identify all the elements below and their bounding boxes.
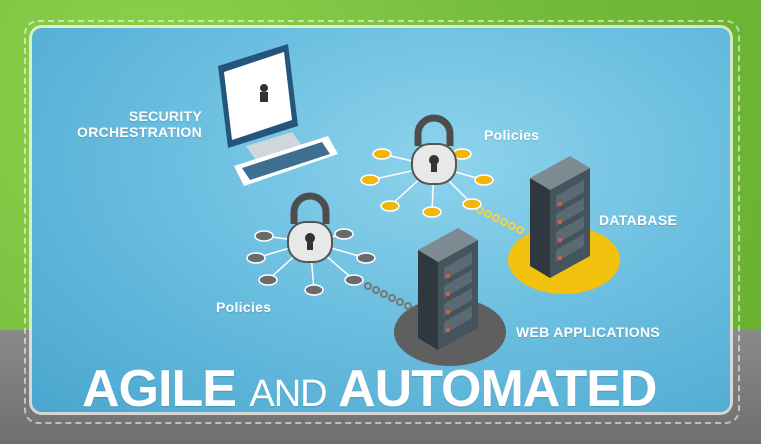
headline-automated: AUTOMATED <box>326 360 657 412</box>
headline-and: AND <box>249 373 327 412</box>
headline: AGILE AND AUTOMATED <box>82 360 657 412</box>
webapp-server-icon <box>418 228 478 350</box>
database-server-icon <box>530 156 590 278</box>
webapp-chain <box>364 282 412 310</box>
policies-bottom-label: Policies <box>216 299 272 315</box>
policies-top-group <box>360 114 494 218</box>
lock-icon <box>411 114 457 185</box>
database-chain <box>476 206 524 234</box>
panel-frame <box>24 20 740 424</box>
computer-icon <box>218 44 338 186</box>
headline-agile: AGILE <box>82 360 250 412</box>
illustration <box>218 44 620 366</box>
security-orchestration-label: SECURITY ORCHESTRATION <box>66 108 202 140</box>
orchestration-text: ORCHESTRATION <box>77 124 202 140</box>
database-label: DATABASE <box>599 212 678 228</box>
lock-icon <box>287 192 333 263</box>
security-text: SECURITY <box>128 108 202 124</box>
policies-bottom-group <box>246 192 376 296</box>
web-applications-label: WEB APPLICATIONS <box>516 324 661 340</box>
policies-top-label: Policies <box>484 127 540 143</box>
illustration-panel: SECURITY ORCHESTRATION Policies DATABASE… <box>32 28 730 412</box>
